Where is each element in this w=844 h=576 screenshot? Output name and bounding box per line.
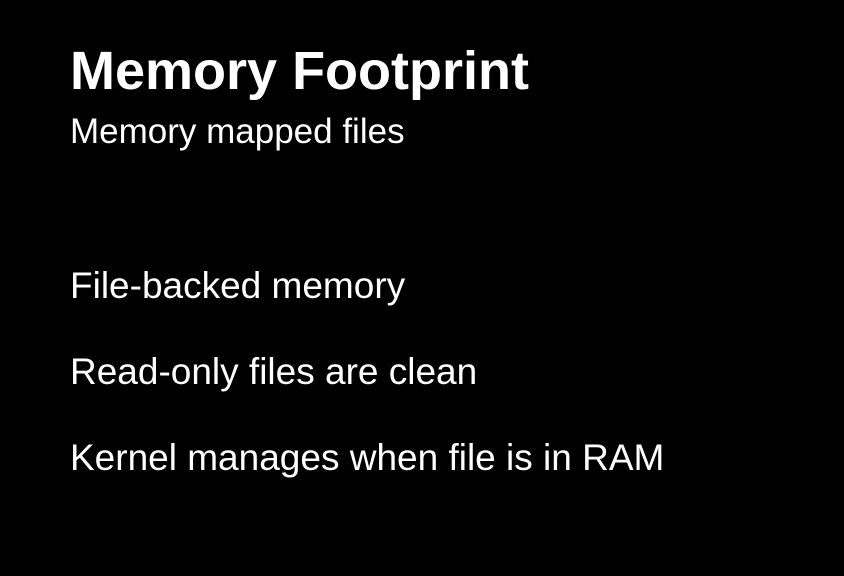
bullet-list: File-backed memory Read-only files are c…	[70, 264, 664, 522]
bullet-item-kernel-manages: Kernel manages when file is in RAM	[70, 437, 665, 478]
bullet-item-read-only-files: Read-only files are clean	[70, 351, 478, 392]
slide-title: Memory Footprint	[70, 41, 529, 101]
slide-subtitle: Memory mapped files	[70, 112, 405, 151]
bullet-item-file-backed-memory: File-backed memory	[70, 265, 406, 306]
